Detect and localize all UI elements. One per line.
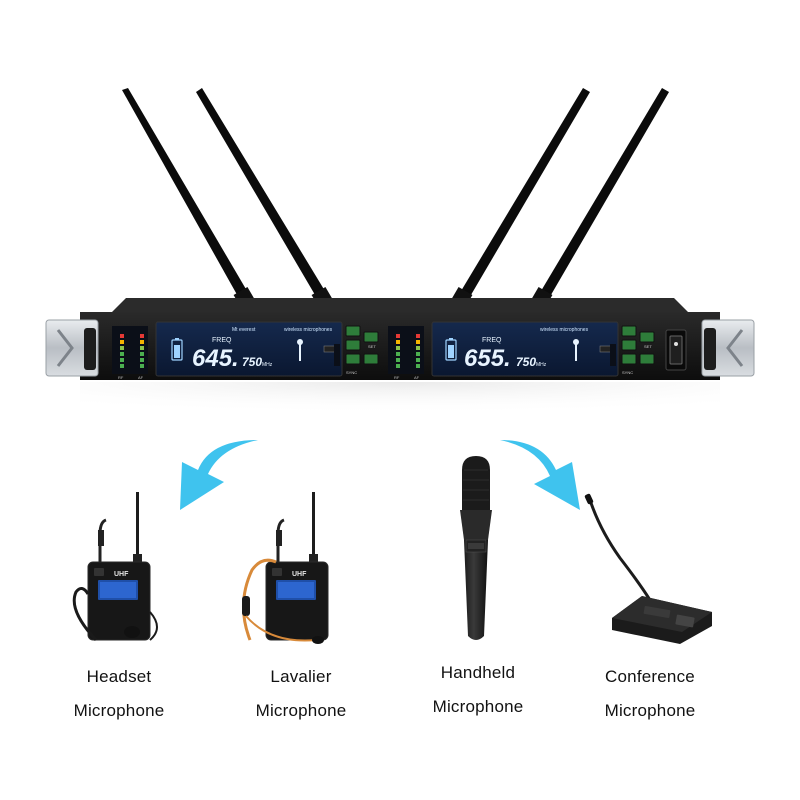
meter-left-b: RF AF: [388, 326, 424, 380]
antenna-2: [196, 88, 333, 308]
headset-bodypack: UHF: [72, 492, 158, 642]
battery-icon: [445, 338, 457, 361]
sync-label-a: SYNC: [346, 370, 357, 375]
caption-headset-line2: Microphone: [73, 701, 165, 720]
caption-conference: Conference Microphone: [565, 660, 735, 728]
freq-label-a: FREQ: [212, 337, 232, 344]
freq-label-b: FREQ: [482, 337, 502, 344]
button-b2[interactable]: [621, 339, 637, 351]
arrow-right-icon: [500, 440, 580, 510]
control-buttons-a: SET SYNC: [345, 325, 379, 375]
uhf-label: UHF: [114, 571, 129, 578]
button-up-a[interactable]: [363, 331, 379, 343]
caption-lavalier-line2: Microphone: [255, 701, 347, 720]
antenna-1: [122, 88, 255, 308]
caption-headset-line1: Headset: [86, 667, 152, 686]
button-b1[interactable]: [621, 325, 637, 337]
lcd-display-b: wireless microphones FREQ 655. 750 MHz: [431, 321, 619, 377]
freq-unit-b: MHz: [536, 362, 547, 368]
caption-lavalier-line1: Lavalier: [270, 667, 332, 686]
mic-symbol-icon: [297, 339, 303, 361]
lavalier-bodypack: UHF: [241, 492, 329, 644]
button-b3[interactable]: [621, 353, 637, 365]
meter-left-a: RF AF: [112, 326, 148, 380]
antennas: [122, 88, 669, 308]
meter-rf-label-a: RF: [118, 375, 124, 380]
arrow-left-icon: [180, 440, 258, 510]
button-down-b[interactable]: [639, 353, 655, 365]
receiver-unit: RF AF Mt everest wireless microphones FR…: [45, 298, 755, 422]
caption-conference-line2: Microphone: [604, 701, 696, 720]
meter-rf-label-b: RF: [394, 375, 400, 380]
receiver-reflection: [80, 382, 720, 422]
freq-decimal-a: 750: [242, 355, 262, 369]
antenna-3: [451, 88, 590, 308]
button-a1[interactable]: [345, 325, 361, 337]
button-a3[interactable]: [345, 353, 361, 365]
sync-label-b: SYNC: [622, 370, 633, 375]
set-label-b: SET: [644, 344, 652, 349]
power-switch[interactable]: [665, 329, 687, 371]
uhf-label: UHF: [292, 571, 307, 578]
antenna-4: [531, 88, 669, 308]
control-buttons-b: SET SYNC: [621, 325, 655, 375]
button-up-b[interactable]: [639, 331, 655, 343]
set-label-a: SET: [368, 344, 376, 349]
subtitle-text-a: wireless microphones: [284, 327, 333, 333]
caption-conference-line1: Conference: [605, 667, 695, 686]
caption-handheld: Handheld Microphone: [393, 656, 563, 724]
conference-microphone: [584, 493, 712, 644]
rack-ear-right: [701, 319, 755, 377]
brand-text-a: Mt everest: [232, 327, 256, 333]
caption-lavalier: Lavalier Microphone: [216, 660, 386, 728]
freq-main-a: 645.: [192, 345, 239, 372]
button-down-a[interactable]: [363, 353, 379, 365]
mic-symbol-icon: [573, 339, 579, 361]
meter-af-label-a: AF: [138, 375, 144, 380]
rack-ear-left: [45, 319, 99, 377]
subtitle-text-b: wireless microphones: [540, 327, 589, 333]
freq-unit-a: MHz: [262, 362, 273, 368]
lcd-display-a: Mt everest wireless microphones FREQ 645…: [155, 321, 343, 377]
battery-icon: [171, 338, 183, 361]
meter-bars-a: [120, 334, 144, 368]
button-a2[interactable]: [345, 339, 361, 351]
caption-headset: Headset Microphone: [34, 660, 204, 728]
freq-main-b: 655.: [464, 345, 511, 372]
handheld-microphone: [460, 456, 492, 640]
caption-handheld-line1: Handheld: [440, 663, 516, 682]
freq-decimal-b: 750: [516, 355, 536, 369]
meter-af-label-b: AF: [414, 375, 420, 380]
caption-handheld-line2: Microphone: [432, 697, 524, 716]
